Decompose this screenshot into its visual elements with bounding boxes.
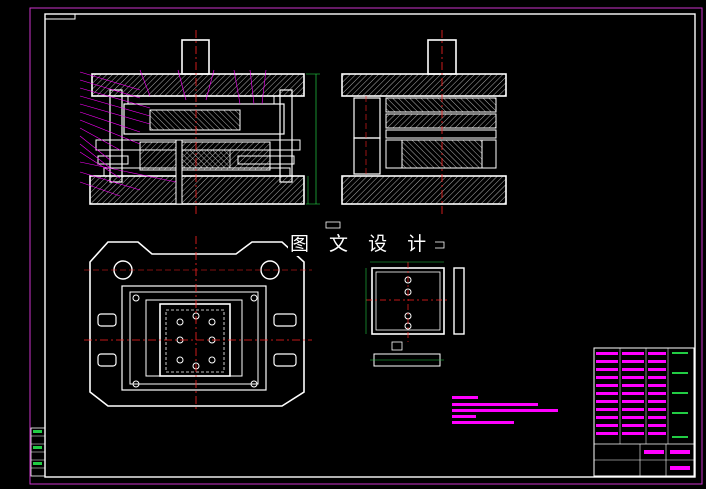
front-section-view	[79, 30, 320, 214]
side-section-view	[341, 30, 507, 214]
title-block	[593, 347, 695, 477]
watermark-text: 图 文 设 计	[288, 232, 436, 256]
view-label-marker	[325, 221, 341, 229]
revision-block	[30, 427, 46, 477]
plan-view	[84, 236, 312, 412]
part-detail-view	[365, 241, 465, 367]
sheet-border	[29, 7, 703, 485]
technical-notes	[452, 396, 558, 424]
